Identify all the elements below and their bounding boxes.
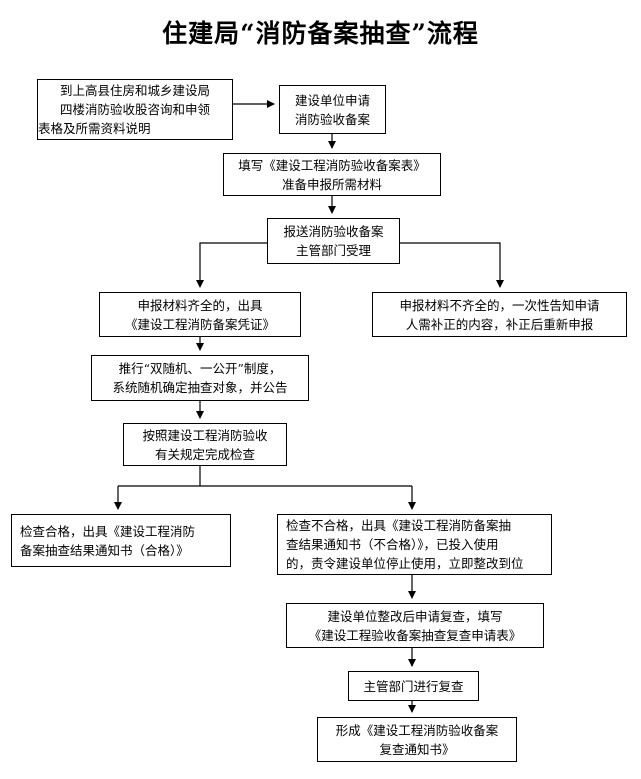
step-recheck-notice: 形成《建设工程消防验收备案 复查通知书》 bbox=[317, 717, 517, 762]
step-apply: 建设单位申请 消防验收备案 bbox=[279, 85, 386, 134]
step-inspection-pass: 检查合格，出具《建设工程消防 备案抽查结果通知书（合格）》 bbox=[11, 514, 231, 567]
step-fill-form: 填写《建设工程消防验收备案表》 准备申报所需材料 bbox=[223, 153, 441, 196]
step-recheck: 主管部门进行复查 bbox=[348, 671, 479, 701]
step-random-selection: 推行“双随机、一公开”制度， 系统随机确定抽查对象，并公告 bbox=[91, 355, 309, 401]
step-consult: 到上高县住房和城乡建设局 四楼消防验收股咨询和申领 表格及所需资料说明 bbox=[37, 79, 233, 140]
arrow-submit-to-complete bbox=[196, 242, 267, 288]
page-title: 住建局“消防备案抽查”流程 bbox=[162, 19, 479, 48]
step-recheck-application: 建设单位整改后申请复查，填写 《建设工程验收备案抽查复查申请表》 bbox=[286, 603, 544, 648]
step-inspection: 按照建设工程消防验收 有关规定完成检查 bbox=[123, 423, 287, 466]
step-materials-incomplete: 申报材料不齐全的，一次性告知申请 人需补正的内容，补正后重新申报 bbox=[372, 292, 627, 337]
step-inspection-fail: 检查不合格，出具《建设工程消防备案抽 查结果通知书（不合格）》，已投入使用 的，… bbox=[277, 514, 552, 575]
step-submit: 报送消防验收备案 主管部门受理 bbox=[267, 218, 400, 264]
arrow-submit-to-incomplete bbox=[400, 242, 504, 288]
step-materials-complete: 申报材料齐全的，出具 《建设工程消防备案凭证》 bbox=[99, 292, 301, 337]
